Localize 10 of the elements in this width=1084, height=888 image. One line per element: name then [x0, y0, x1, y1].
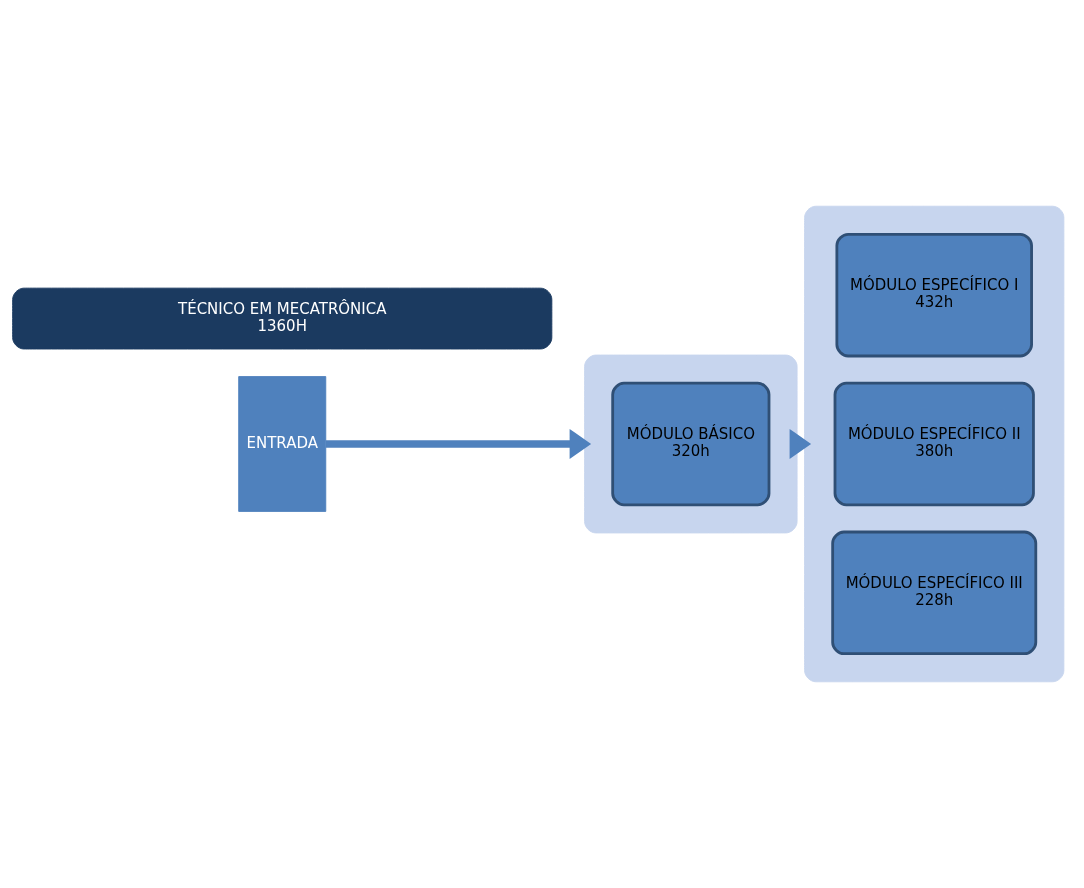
cluster: [584, 354, 798, 534]
node-box: MÓDULO ESPECÍFICO I 432h: [835, 232, 1033, 358]
node-box: ENTRADA: [238, 376, 327, 512]
arrow: [789, 428, 812, 460]
cluster: [804, 205, 1065, 683]
node-box: MÓDULO BÁSICO 320h: [611, 381, 771, 507]
arrow: [325, 428, 592, 460]
node-box: MÓDULO ESPECÍFICO III 228h: [831, 530, 1038, 656]
node-box: TÉCNICO EM MECATRÔNICA 1360H: [12, 287, 553, 350]
node-box: MÓDULO ESPECÍFICO II 380h: [833, 381, 1035, 507]
